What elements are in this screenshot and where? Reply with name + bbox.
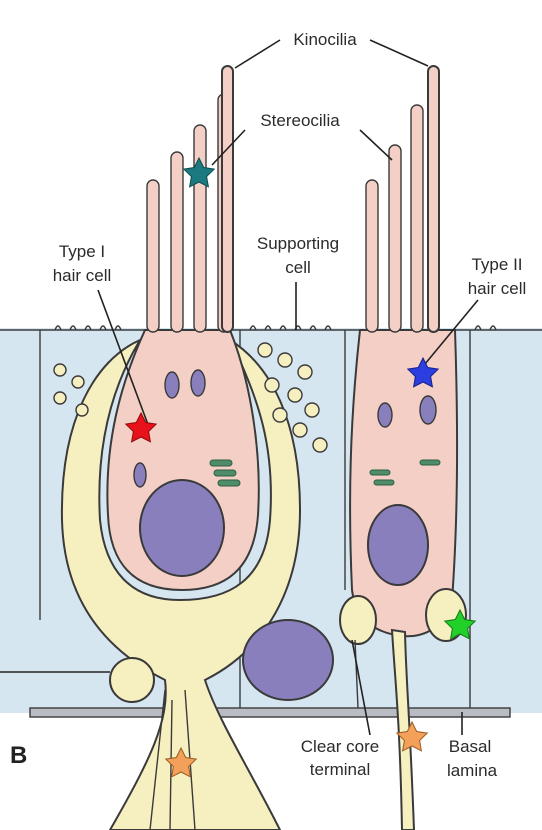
- type2-bouton-left: [339, 595, 377, 645]
- clear-core-label-line2: terminal: [310, 760, 370, 779]
- type2-nerve-fiber: [390, 628, 416, 830]
- supporting-cell-label-line2: cell: [285, 258, 311, 277]
- clear-core-label-line1: Clear core: [301, 737, 379, 756]
- clear-core-nerve-fiber: [354, 639, 359, 709]
- supporting-nucleus: [242, 619, 334, 701]
- apical-surface: [0, 325, 542, 331]
- type2-kinocilium: [427, 65, 440, 333]
- type1-nucleus: [139, 479, 225, 577]
- basal-lamina: [29, 707, 511, 718]
- type2-organelles: [377, 395, 437, 428]
- type2-nucleus: [367, 504, 429, 586]
- type1-label-line1: Type I: [59, 242, 105, 261]
- supporting-vesicles: [53, 342, 328, 453]
- kinocilia-label: Kinocilia: [293, 30, 357, 49]
- left-bouton: [109, 657, 155, 703]
- type1-hair-bundle: [146, 93, 231, 333]
- leader-lines: [97, 39, 479, 736]
- basal-lamina-label-line2: lamina: [447, 761, 498, 780]
- stereocilia-label: Stereocilia: [260, 111, 340, 130]
- panel-letter: B: [10, 742, 27, 769]
- basal-lamina-label-line1: Basal: [449, 737, 492, 756]
- type1-calyx: [60, 337, 302, 830]
- type1-label-line2: hair cell: [53, 266, 112, 285]
- type2-hair-bundle: [365, 104, 424, 333]
- type2-label-line2: hair cell: [468, 279, 527, 298]
- supporting-cell-label-line1: Supporting: [257, 234, 339, 253]
- type1-organelles: [133, 369, 206, 488]
- type1-kinocilium: [221, 65, 234, 333]
- type1-golgi: [209, 459, 241, 487]
- type2-golgi: [369, 459, 441, 486]
- type2-label-line1: Type II: [471, 255, 522, 274]
